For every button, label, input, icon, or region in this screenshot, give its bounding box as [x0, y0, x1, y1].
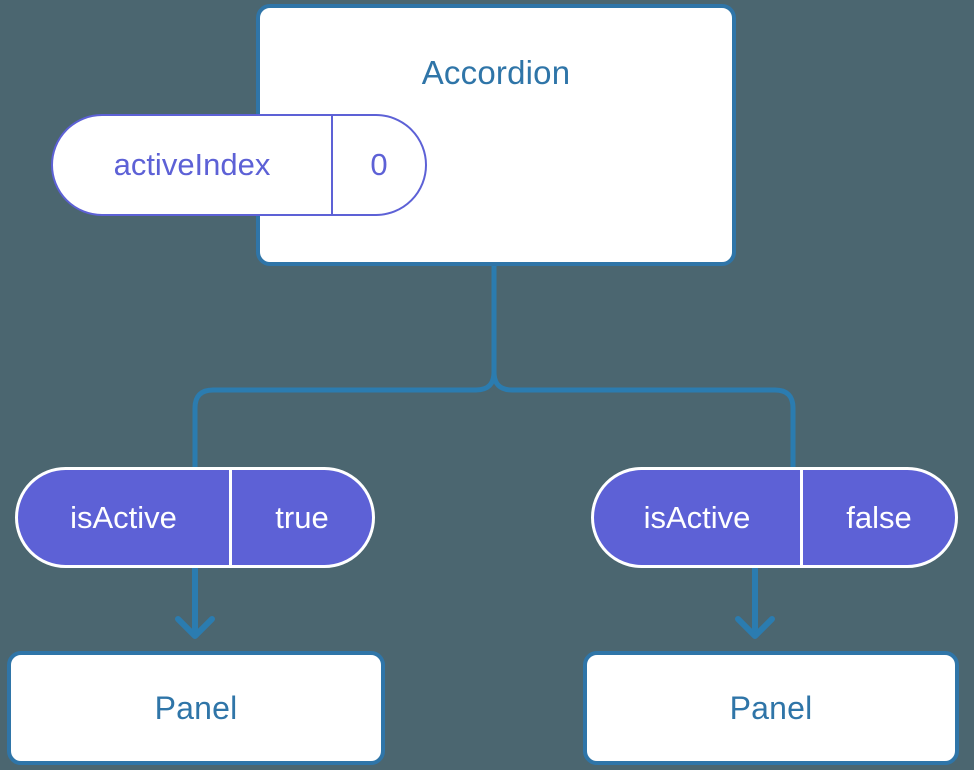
prop-pill-is-active-true[interactable]: isActive true [15, 467, 375, 568]
state-value-label: 0 [370, 147, 388, 182]
arrow-down-icon-left [175, 565, 215, 639]
panel-card-left[interactable]: Panel [7, 651, 385, 765]
panel-label: Panel [729, 689, 813, 726]
prop-key-label: isActive [594, 470, 803, 565]
arrow-down-icon-right [735, 565, 775, 639]
branch-split-connector-icon [192, 263, 796, 473]
prop-key-label: isActive [18, 470, 232, 565]
prop-pill-is-active-false[interactable]: isActive false [591, 467, 958, 568]
accordion-state-pill[interactable]: activeIndex 0 [51, 114, 427, 216]
prop-value-label: false [846, 499, 912, 535]
page-title: Accordion [421, 54, 571, 91]
prop-value-label: true [275, 499, 329, 535]
panel-card-right[interactable]: Panel [583, 651, 959, 765]
panel-label: Panel [154, 689, 238, 726]
state-key-label: activeIndex [53, 116, 333, 214]
